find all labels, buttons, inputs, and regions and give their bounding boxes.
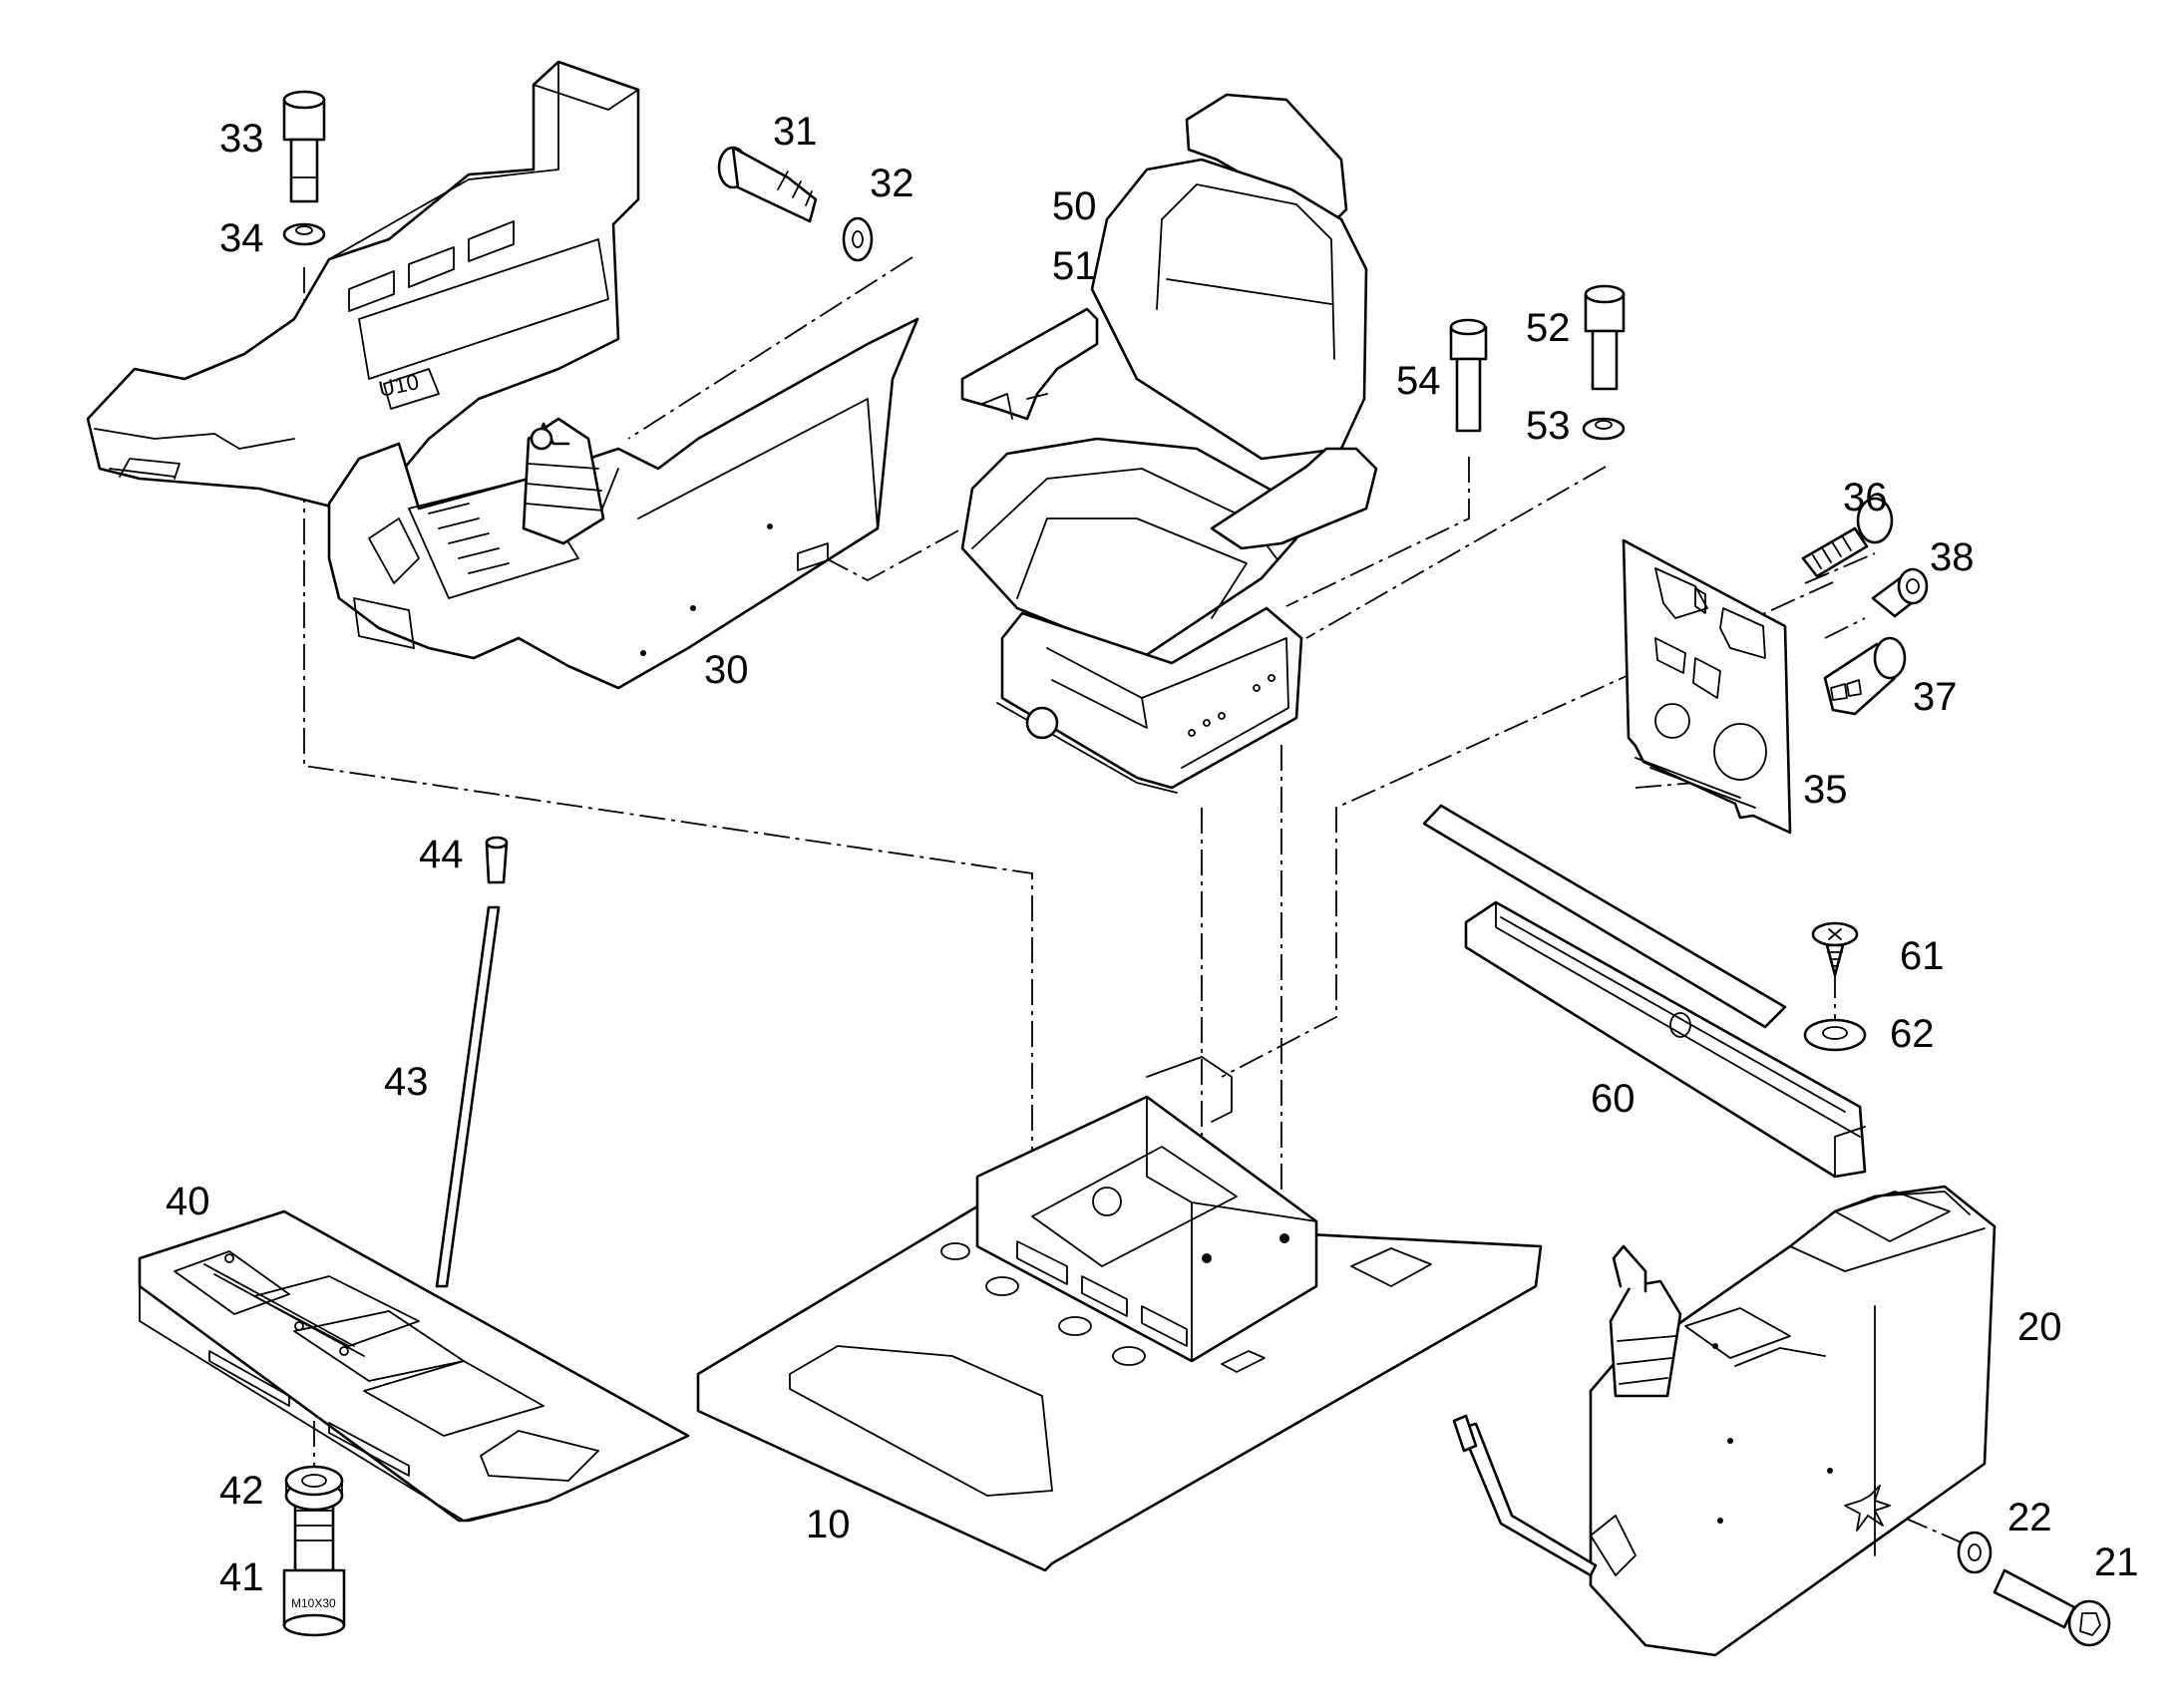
callout-35: 35 [1803, 768, 1848, 812]
callout-32: 32 [870, 162, 914, 205]
bolt-52 [1584, 284, 1626, 391]
floor-plate [696, 1056, 1543, 1572]
bolt-36 [1801, 497, 1894, 578]
callout-51: 51 [1052, 244, 1097, 288]
bolt-54 [1449, 318, 1488, 433]
grommet-38 [1871, 567, 1929, 618]
callout-33: 33 [219, 117, 264, 161]
callout-37: 37 [1913, 675, 1958, 719]
callout-36: 36 [1843, 476, 1888, 519]
callout-43: 43 [384, 1060, 429, 1104]
knob-44 [485, 836, 509, 884]
callout-22: 22 [2007, 1496, 2052, 1539]
bolt-21 [1993, 1568, 2111, 1647]
callout-10: 10 [806, 1503, 851, 1546]
washer-32 [842, 216, 874, 262]
rail-60 [1422, 804, 1867, 1179]
washer-34 [282, 222, 326, 246]
callout-38: 38 [1930, 535, 1975, 579]
callout-44: 44 [419, 833, 464, 876]
operator-seat [960, 93, 1378, 794]
callout-30: 30 [704, 648, 749, 692]
callout-50: 50 [1052, 184, 1097, 228]
right-console [1452, 1185, 1997, 1657]
foot-platform [138, 1209, 690, 1523]
plate-35 [1622, 538, 1792, 835]
rod-43 [435, 905, 501, 1288]
callout-62: 62 [1890, 1012, 1935, 1056]
bolt-31 [717, 146, 818, 223]
connector-37 [1823, 636, 1907, 716]
callout-54: 54 [1396, 359, 1441, 403]
callout-34: 34 [219, 216, 264, 260]
left-console [86, 60, 919, 690]
callout-52: 52 [1526, 306, 1571, 350]
washer-22 [1957, 1531, 1993, 1574]
callout-53: 53 [1526, 404, 1571, 448]
callout-60: 60 [1591, 1077, 1635, 1121]
callout-21: 21 [2094, 1540, 2139, 1584]
callout-20: 20 [2017, 1305, 2062, 1349]
washer-42 [284, 1465, 344, 1512]
washer-62 [1803, 1018, 1867, 1052]
callout-40: 40 [166, 1180, 210, 1223]
callout-41: 41 [219, 1555, 264, 1599]
bolt-41-marking: M10X30 [291, 1596, 336, 1610]
callout-61: 61 [1900, 934, 1945, 978]
callout-31: 31 [773, 110, 818, 154]
screw-61 [1811, 921, 1859, 977]
washer-53 [1582, 417, 1626, 441]
bolt-33 [282, 90, 326, 203]
callout-42: 42 [219, 1469, 264, 1513]
